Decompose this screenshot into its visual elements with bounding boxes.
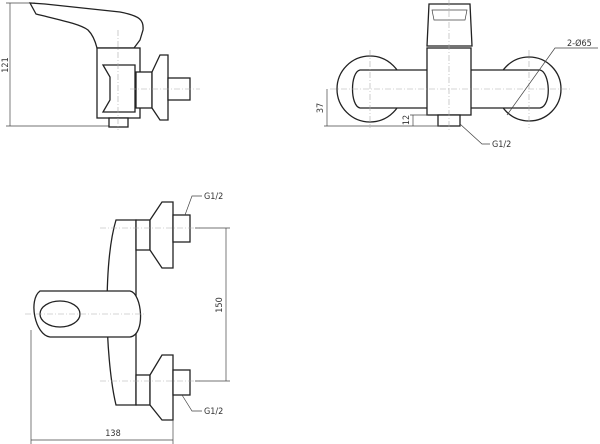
side-nut — [135, 71, 153, 109]
bottom-nut — [135, 374, 151, 406]
lever-detail — [431, 9, 468, 21]
dimension-label-138: 138 — [105, 429, 120, 439]
leader-line-bottom — [181, 394, 202, 412]
dimension-label-12: 12 — [402, 115, 412, 125]
leader-line-diameter — [506, 47, 598, 116]
leader-line-outlet — [459, 123, 490, 145]
label-top-thread: G1/2 — [204, 192, 223, 202]
side-bracket — [101, 64, 136, 113]
side-flange — [151, 54, 169, 121]
dimension-label-height: 121 — [1, 57, 11, 72]
front-lever — [426, 3, 473, 47]
top-pipe — [172, 214, 191, 243]
bottom-pipe — [172, 369, 191, 396]
top-nut — [135, 219, 151, 251]
dimension-label-150: 150 — [215, 297, 225, 312]
leader-line-top — [184, 195, 202, 216]
dimension-label-diameter: 2-Ø65 — [567, 38, 592, 49]
label-bottom-thread: G1/2 — [204, 407, 223, 417]
side-view: 121 — [1, 2, 200, 130]
label-outlet-thread: G1/2 — [492, 140, 511, 150]
top-flange — [149, 201, 174, 269]
front-view: 37 12 2-Ø65 G1/2 — [316, 0, 598, 150]
bottom-flange — [149, 354, 174, 421]
dimension-label-37: 37 — [316, 103, 326, 113]
side-handle — [28, 2, 144, 49]
plan-view: 150 138 G1/2 G1/2 — [25, 192, 230, 444]
side-outlet — [108, 117, 129, 128]
